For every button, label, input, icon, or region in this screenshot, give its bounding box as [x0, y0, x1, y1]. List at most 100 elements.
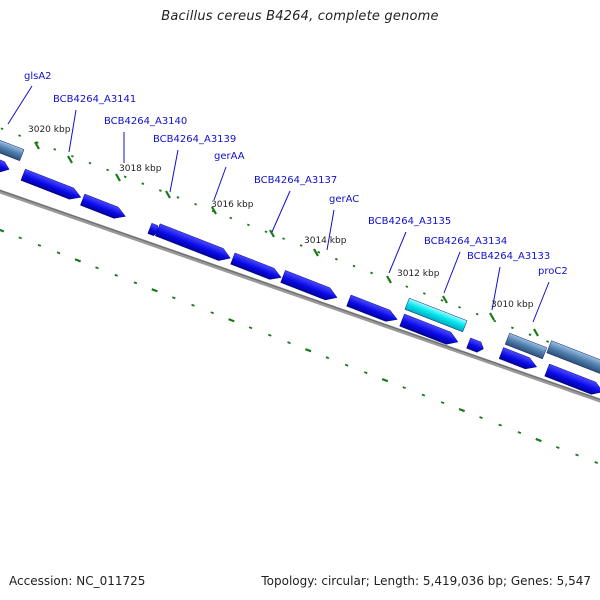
gene-feature-next — [544, 363, 600, 395]
scale-tick-outer — [141, 182, 145, 185]
scale-tick-outer — [158, 189, 162, 192]
scale-ticks — [0, 127, 600, 464]
rna-feature-left-body — [0, 136, 25, 162]
rna-feature-edge-body — [546, 340, 600, 376]
gene-feature-A3134 — [399, 313, 459, 345]
scale-tick-inner — [248, 326, 253, 330]
scale-tick-inner — [535, 437, 542, 443]
scale-tick-outer — [528, 333, 532, 336]
gene-feature-gerAC — [280, 270, 338, 301]
gene-label: gerAC — [329, 194, 359, 205]
scale-tick-major — [269, 229, 275, 238]
gene-label: proC2 — [538, 266, 568, 277]
scale-tick-inner — [151, 288, 158, 293]
scale-tick-major — [313, 248, 319, 257]
scale-tick-inner — [479, 416, 483, 420]
scale-tick-outer — [440, 299, 444, 302]
gene-feature-gerAA-body — [155, 223, 231, 261]
gene-feature-A3137-body — [230, 252, 282, 280]
gene-feature-A3140 — [80, 193, 126, 219]
scale-tick-inner — [575, 453, 579, 457]
scale-tick-outer — [458, 305, 462, 309]
scale-tick-inner — [594, 461, 599, 464]
gene-feature-A3134-highlight — [404, 297, 468, 333]
gene-label: BCB4264_A3137 — [254, 175, 337, 186]
scale-tick-major — [165, 190, 171, 199]
scale-tick-outer — [299, 244, 303, 247]
scale-tick-inner — [74, 258, 82, 263]
scale-tick-inner — [517, 431, 522, 434]
gene-feature-A3140-body — [80, 193, 126, 219]
label-leader-line — [443, 251, 461, 294]
scale-tick-outer — [106, 168, 110, 172]
gene-feature-A3133 — [466, 337, 484, 353]
gene-feature-A3134-body — [399, 313, 459, 345]
scale-tick-major — [115, 173, 121, 182]
gene-features — [0, 136, 600, 395]
scale-tick-outer — [282, 237, 286, 240]
label-leader-line — [68, 109, 77, 153]
gene-feature-A3133-body — [466, 337, 484, 353]
scale-tick-inner — [344, 363, 349, 367]
gene-label: BCB4264_A3133 — [467, 251, 550, 262]
scale-tick-outer — [370, 271, 374, 275]
scale-tick-major — [442, 295, 448, 304]
gene-label: BCB4264_A3134 — [424, 236, 507, 247]
scale-tick-inner — [114, 273, 119, 277]
genome-summary: Topology: circular; Length: 5,419,036 bp… — [261, 574, 591, 588]
gene-feature-proC2 — [498, 347, 538, 370]
scale-tick-major — [34, 141, 40, 150]
gene-feature-A3141 — [20, 168, 82, 200]
gene-feature-gerAA — [155, 223, 231, 261]
gene-feature-A3139-part-body — [147, 222, 159, 237]
scale-label: 3014 kbp — [304, 236, 347, 246]
label-leader-line — [271, 190, 291, 233]
rna-feature-right — [504, 332, 548, 360]
gene-label: gerAA — [214, 151, 245, 162]
gene-feature-A3141-body — [20, 168, 82, 200]
scale-tick-outer — [422, 292, 426, 295]
scale-tick-outer — [229, 216, 233, 220]
scale-tick-outer — [123, 175, 127, 179]
scale-tick-inner — [0, 228, 5, 233]
label-leader-line — [169, 149, 179, 193]
gene-feature-A3135 — [346, 294, 398, 322]
gene-feature-A3135-body — [346, 294, 398, 322]
scale-tick-inner — [402, 386, 407, 390]
genome-backbone — [0, 189, 600, 403]
gene-feature-A3139-part — [147, 222, 159, 237]
gene-label: BCB4264_A3135 — [368, 216, 451, 227]
scale-tick-inner — [191, 303, 195, 307]
scale-tick-outer — [88, 161, 92, 165]
scale-tick-outer — [510, 326, 514, 330]
rna-feature-right-body — [504, 332, 548, 360]
scale-tick-outer — [475, 312, 479, 316]
scale-tick-outer — [317, 251, 321, 254]
gene-label: BCB4264_A3141 — [53, 94, 136, 105]
scale-label: 3016 kbp — [211, 200, 254, 210]
scale-tick-outer — [352, 264, 356, 268]
scale-tick-inner — [440, 401, 445, 405]
backbone-line — [0, 189, 600, 403]
scale-tick-inner — [18, 236, 23, 240]
scale-tick-inner — [267, 333, 272, 337]
scale-tick-major — [386, 275, 392, 284]
gene-feature-A3137 — [230, 252, 282, 280]
scale-label: 3020 kbp — [28, 125, 71, 135]
scale-tick-inner — [363, 371, 368, 375]
label-leader-line — [213, 166, 227, 201]
scale-tick-inner — [37, 243, 42, 247]
scale-tick-major — [211, 206, 217, 215]
scale-label: 3012 kbp — [397, 269, 440, 279]
gene-feature-proC2-body — [498, 347, 538, 370]
scale-tick-inner — [555, 446, 560, 449]
scale-tick-inner — [287, 341, 291, 345]
scale-tick-outer — [246, 223, 250, 227]
scale-tick-inner — [228, 318, 235, 323]
scale-label: 3010 kbp — [491, 300, 534, 310]
scale-tick-outer — [194, 203, 198, 206]
label-leader-line — [326, 209, 335, 251]
rna-feature-left — [0, 136, 25, 162]
